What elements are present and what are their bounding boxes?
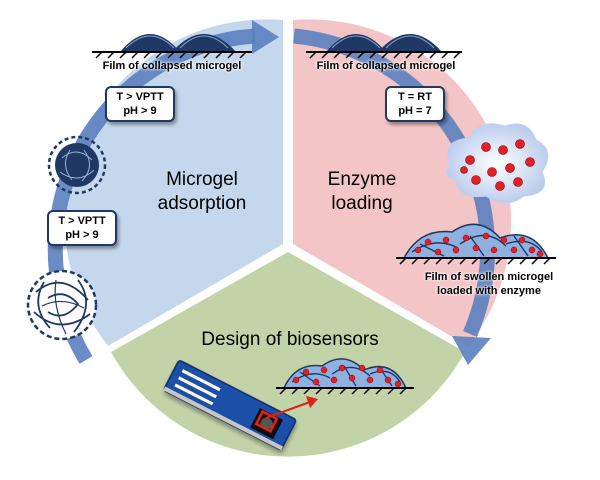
- microgel-swollen-icon: [26, 269, 98, 341]
- condition-adsorb-lower: T > VPTT pH > 9: [47, 210, 117, 246]
- film-swollen-label-line1: Film of swollen microgel: [424, 271, 554, 283]
- loading-sector: [293, 19, 512, 346]
- adsorption-title-line1: Microgel: [166, 169, 238, 190]
- loading-title-line2: loading: [331, 193, 393, 214]
- adsorption-title-line2: adsorption: [157, 193, 247, 214]
- collapsed-film-left-icon: [92, 34, 252, 59]
- pointer-arrow: [265, 396, 318, 419]
- condition-loading-line2: pH = 7: [398, 105, 432, 117]
- film-collapsed-right-label: Film of collapsed microgel: [316, 60, 456, 72]
- biosensor-title: Design of biosensors: [201, 329, 379, 350]
- condition-loading-line1: T = RT: [398, 91, 432, 103]
- film-swollen-label-line2: loaded with enzyme: [437, 285, 541, 297]
- microgel-collapsed-icon: [47, 135, 107, 195]
- condition-loading: T = RT pH = 7: [385, 86, 445, 122]
- condition-adsorb-upper-line1: T > VPTT: [116, 91, 164, 103]
- loading-title-line1: Enzyme: [327, 169, 397, 190]
- loading-title: Enzyme loading: [302, 168, 422, 216]
- condition-adsorb-lower-line2: pH > 9: [65, 229, 99, 241]
- condition-adsorb-upper-line2: pH > 9: [123, 105, 157, 117]
- condition-adsorb-upper: T > VPTT pH > 9: [105, 86, 175, 122]
- collapsed-film-right-icon: [306, 34, 462, 59]
- condition-adsorb-lower-line1: T > VPTT: [58, 215, 106, 227]
- swollen-film-bottom-icon: [276, 358, 414, 395]
- adsorption-title: Microgel adsorption: [142, 168, 262, 216]
- enzyme-cloud-icon: [445, 123, 549, 204]
- swollen-film-right-icon: [396, 223, 556, 265]
- film-collapsed-left-label: Film of collapsed microgel: [102, 60, 242, 72]
- film-swollen-label: Film of swollen microgel loaded with enz…: [404, 270, 574, 298]
